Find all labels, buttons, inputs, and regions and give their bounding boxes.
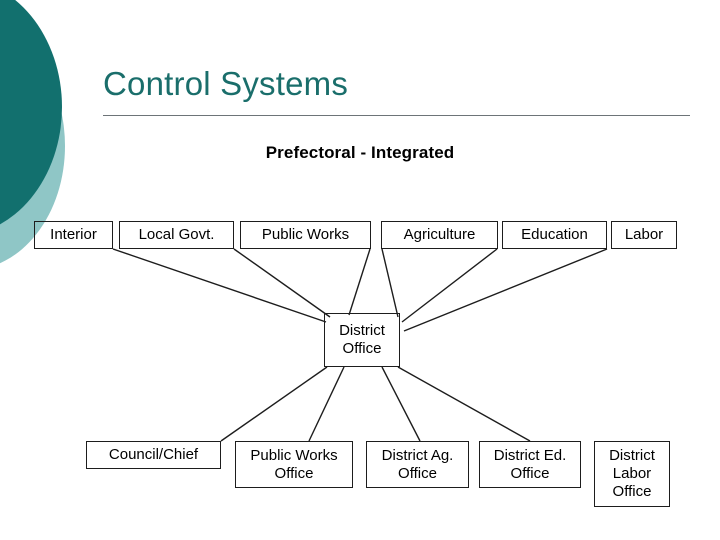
node-local-govt[interactable]: Local Govt.: [119, 221, 234, 249]
page-title: Control Systems: [103, 65, 349, 102]
edge-district-pworksoffice: [308, 366, 345, 442]
node-labor[interactable]: Labor: [611, 221, 677, 249]
node-education[interactable]: Education: [502, 221, 607, 249]
edge-education-district: [401, 248, 498, 323]
node-district-labor-office[interactable]: District Labor Office: [594, 441, 670, 507]
edge-labor-district: [403, 248, 608, 332]
node-district-ag-office[interactable]: District Ag. Office: [366, 441, 469, 488]
edge-localgovt-district: [233, 248, 331, 318]
edge-district-councilchief: [220, 366, 328, 442]
edge-publicworks-district: [348, 248, 371, 316]
edge-interior-district: [112, 248, 327, 323]
node-agriculture[interactable]: Agriculture: [381, 221, 498, 249]
node-district-ed-office[interactable]: District Ed. Office: [479, 441, 581, 488]
edge-agriculture-district: [381, 248, 399, 318]
node-council-chief[interactable]: Council/Chief: [86, 441, 221, 469]
node-public-works[interactable]: Public Works: [240, 221, 371, 249]
node-interior[interactable]: Interior: [34, 221, 113, 249]
slide-subtitle: Prefectoral - Integrated: [265, 143, 455, 162]
edge-district-edoffice: [397, 366, 531, 442]
node-district-office[interactable]: District Office: [324, 313, 400, 367]
node-public-works-office[interactable]: Public Works Office: [235, 441, 353, 488]
title-divider: [103, 115, 690, 116]
edge-district-agoffice: [381, 366, 421, 442]
